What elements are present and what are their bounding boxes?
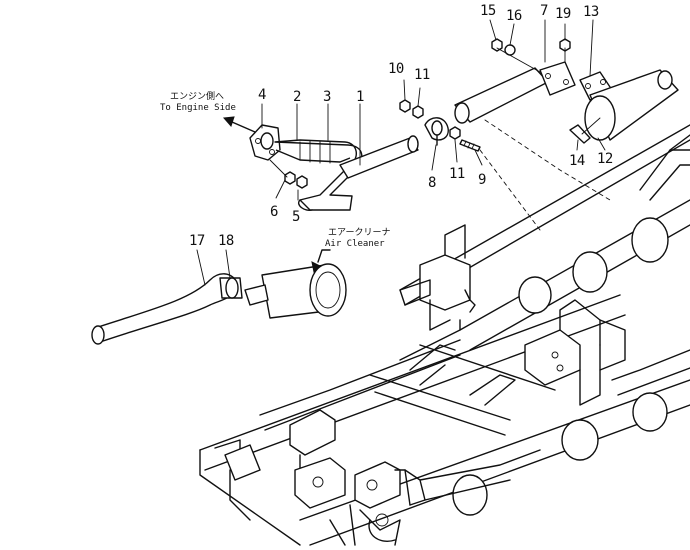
callout-4: 4: [258, 87, 266, 103]
callout-17: 17: [189, 233, 205, 249]
callout-2: 2: [293, 89, 301, 105]
callout-7: 7: [540, 3, 548, 19]
callout-6: 6: [270, 204, 278, 220]
leader-lines: [196, 19, 606, 286]
callout-12: 12: [597, 151, 613, 167]
callout-15: 15: [480, 3, 496, 19]
callout-3: 3: [323, 89, 331, 105]
callout-13: 13: [583, 4, 599, 20]
callout-19: 19: [555, 6, 571, 22]
callout-11a: 11: [414, 67, 430, 83]
callout-8: 8: [428, 175, 436, 191]
engine-side-note-jp: エンジン側へ: [170, 92, 225, 102]
callout-5: 5: [292, 209, 300, 225]
callout-16: 16: [506, 8, 522, 24]
chassis-frame: [199, 124, 690, 546]
callout-14: 14: [569, 153, 585, 169]
callout-1: 1: [356, 89, 364, 105]
callout-9: 9: [478, 172, 486, 188]
engine-side-note-en: To Engine Side: [160, 103, 236, 113]
callout-11b: 11: [449, 166, 465, 182]
callout-18: 18: [218, 233, 234, 249]
air-cleaner-note-en: Air Cleaner: [325, 239, 385, 249]
intake-parts: [91, 38, 679, 345]
air-cleaner-note-jp: エアークリーナ: [328, 228, 391, 238]
callout-10: 10: [388, 61, 404, 77]
